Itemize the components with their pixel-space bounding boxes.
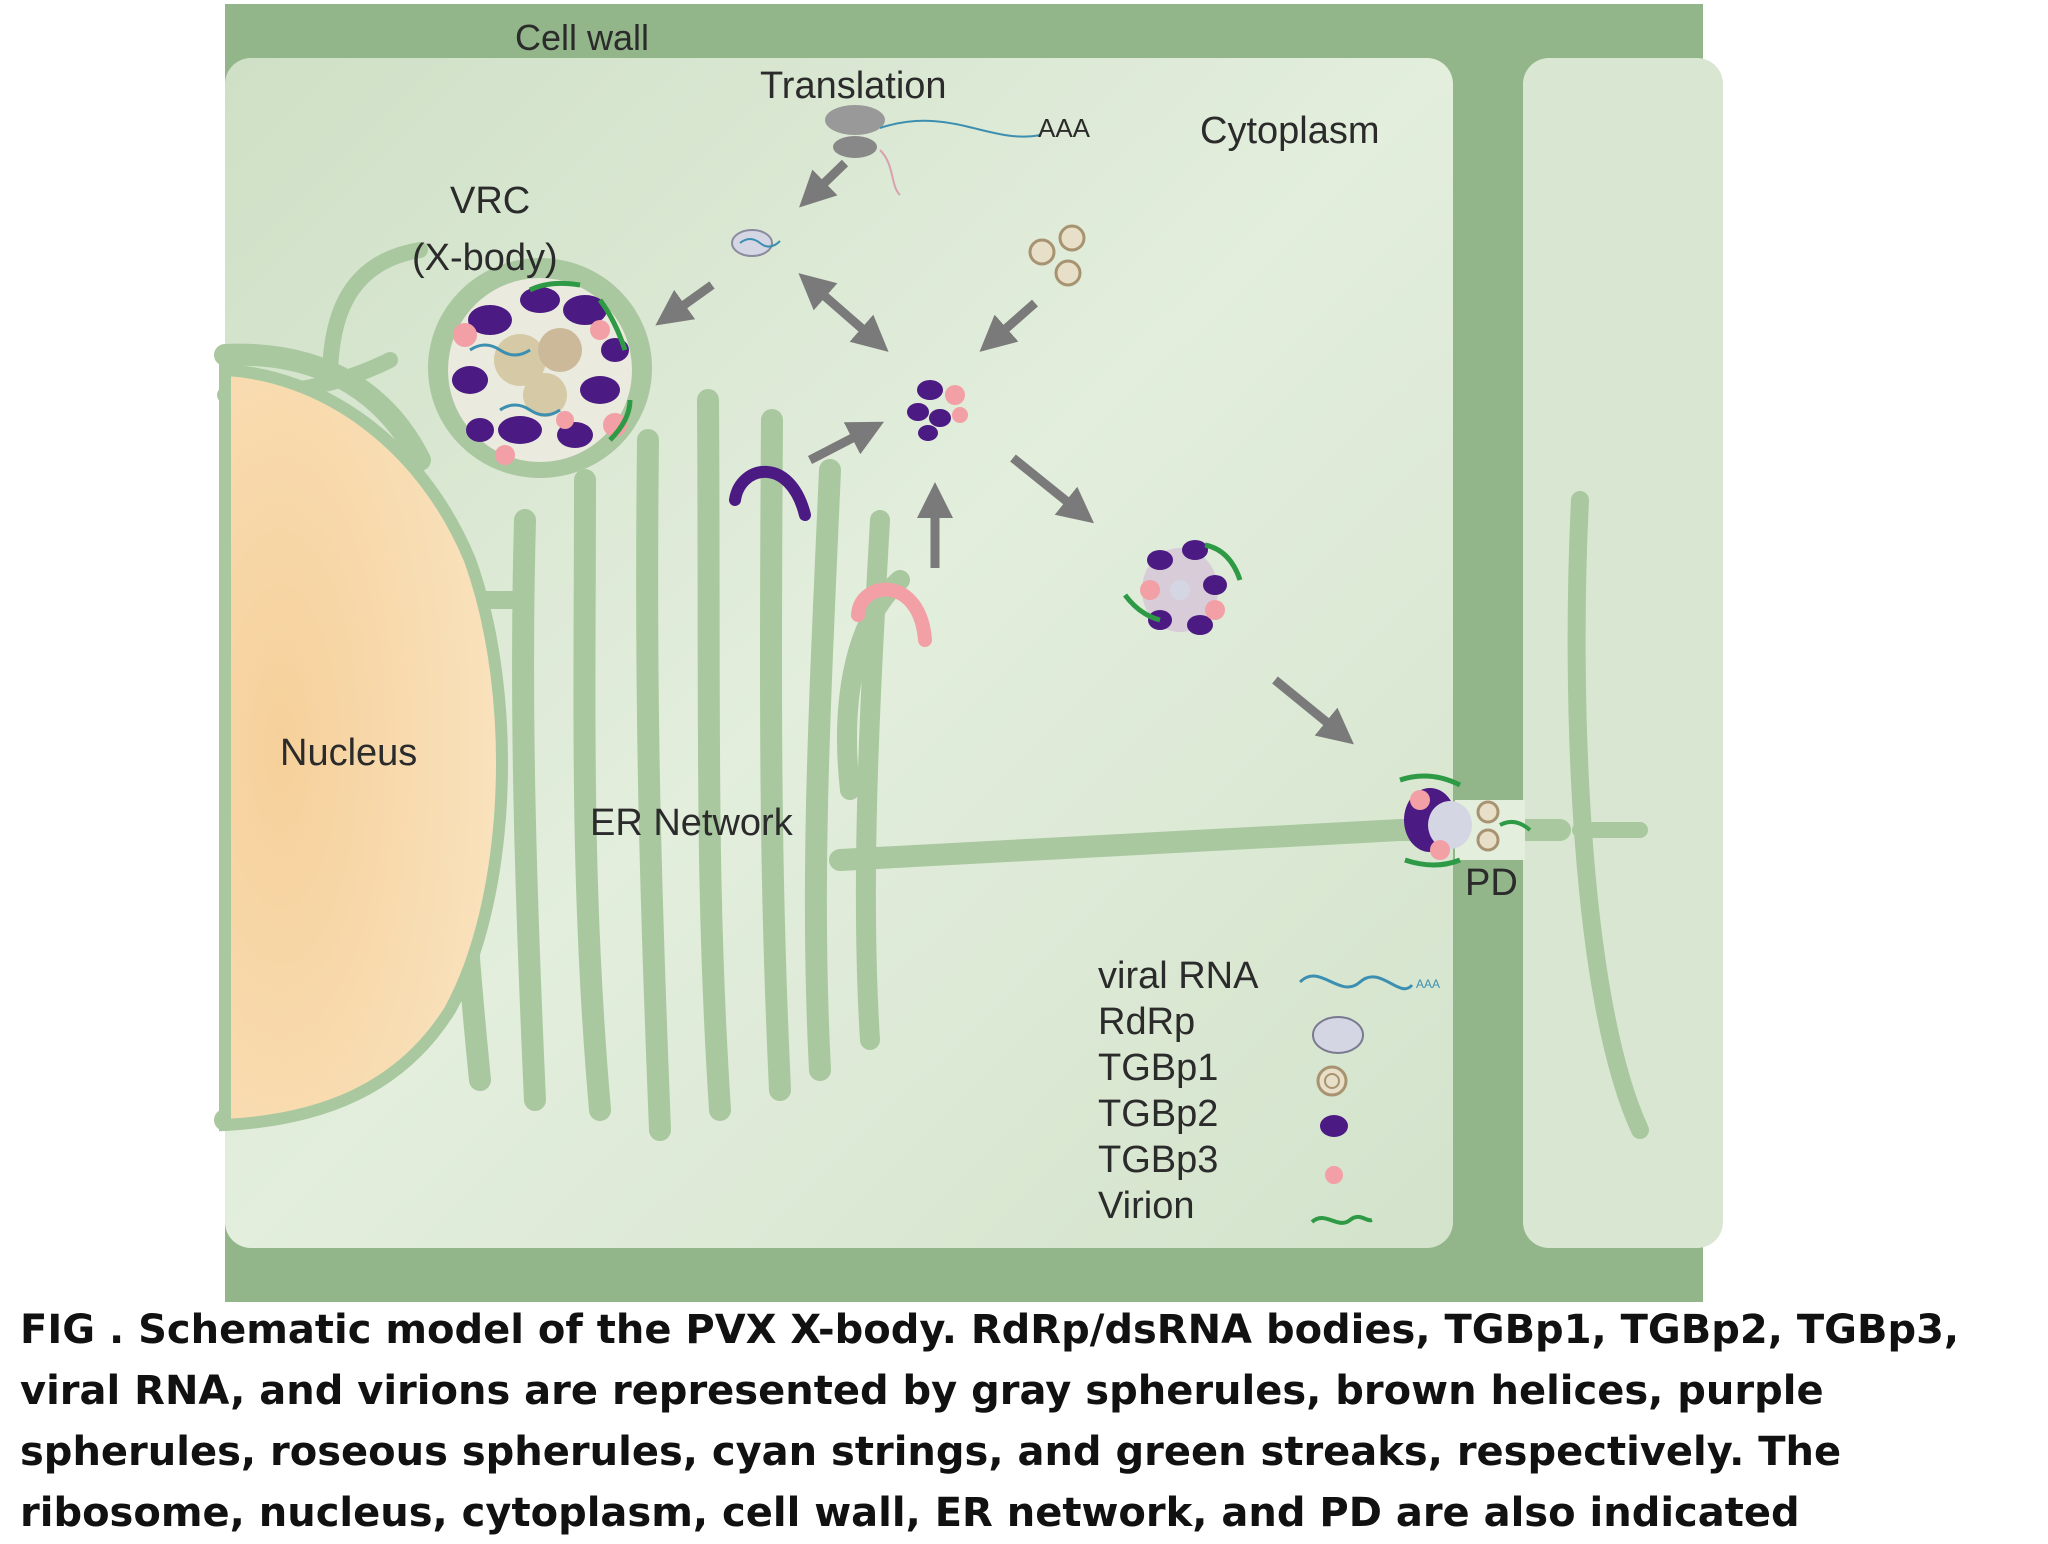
tgbp3-er-tip — [851, 582, 932, 647]
tgbp3-icon — [1325, 1166, 1343, 1184]
label-er-network: ER Network — [590, 802, 794, 844]
rdrp-icon — [1312, 1016, 1364, 1054]
label-nucleus: Nucleus — [280, 732, 417, 774]
arrow-rdrp-complex — [798, 273, 889, 352]
arrow-tgbp1-to-complex — [979, 299, 1038, 352]
nucleus — [219, 363, 508, 1132]
tgbp1-particles — [1028, 224, 1086, 287]
label-xbody: (X-body) — [412, 237, 558, 279]
viral-rna-icon — [1298, 974, 1414, 991]
tgbp1-icon — [1316, 1065, 1348, 1097]
arrows — [655, 159, 1354, 745]
rdrp-particle — [731, 229, 781, 257]
vrc-contents — [452, 280, 633, 465]
legend-label-rdrp: RdRp — [1098, 1001, 1195, 1043]
legend-label-tgbp1: TGBp1 — [1098, 1047, 1218, 1089]
arrow-rdrp-to-vrc — [655, 281, 715, 326]
mobile-complex — [1123, 540, 1243, 635]
tgbp2-er-tip — [729, 465, 811, 521]
label-translation: Translation — [760, 65, 947, 107]
label-pd: PD — [1465, 862, 1518, 904]
arrow-ribosome-to-rdrp — [799, 159, 849, 208]
pvx-xbody-diagram: Cell wall Translation AAA Cytoplasm VRC … — [214, 4, 1723, 1302]
arrow-mobile-to-pd — [1272, 676, 1354, 745]
label-cytoplasm: Cytoplasm — [1200, 110, 1380, 152]
vrc-xbody — [428, 258, 652, 478]
label-polya: AAA — [1038, 113, 1091, 143]
legend-label-viral-rna: viral RNA — [1098, 955, 1259, 997]
label-cell-wall: Cell wall — [515, 17, 649, 58]
legend-label-tgbp2: TGBp2 — [1098, 1093, 1218, 1135]
polya-small-icon: AAA — [1416, 977, 1440, 991]
legend: viral RNA AAA RdRp TGBp1 TGBp2 TGBp3 Vir… — [1098, 955, 1440, 1227]
neighbour-cell — [1523, 58, 1723, 1248]
arrow-tgbp2-to-complex — [807, 421, 884, 464]
ribosome — [825, 105, 1041, 196]
virion-icon — [1310, 1214, 1373, 1225]
arrow-complex-to-mobile — [1010, 454, 1095, 524]
pd-complex — [1399, 773, 1532, 868]
legend-label-tgbp3: TGBp3 — [1098, 1139, 1218, 1181]
tgbp2-icon — [1320, 1115, 1348, 1137]
figure-caption: FIG . Schematic model of the PVX X-body.… — [20, 1307, 1960, 1536]
central-complex — [907, 380, 968, 441]
legend-label-virion: Virion — [1098, 1185, 1194, 1227]
label-vrc: VRC — [450, 180, 530, 222]
